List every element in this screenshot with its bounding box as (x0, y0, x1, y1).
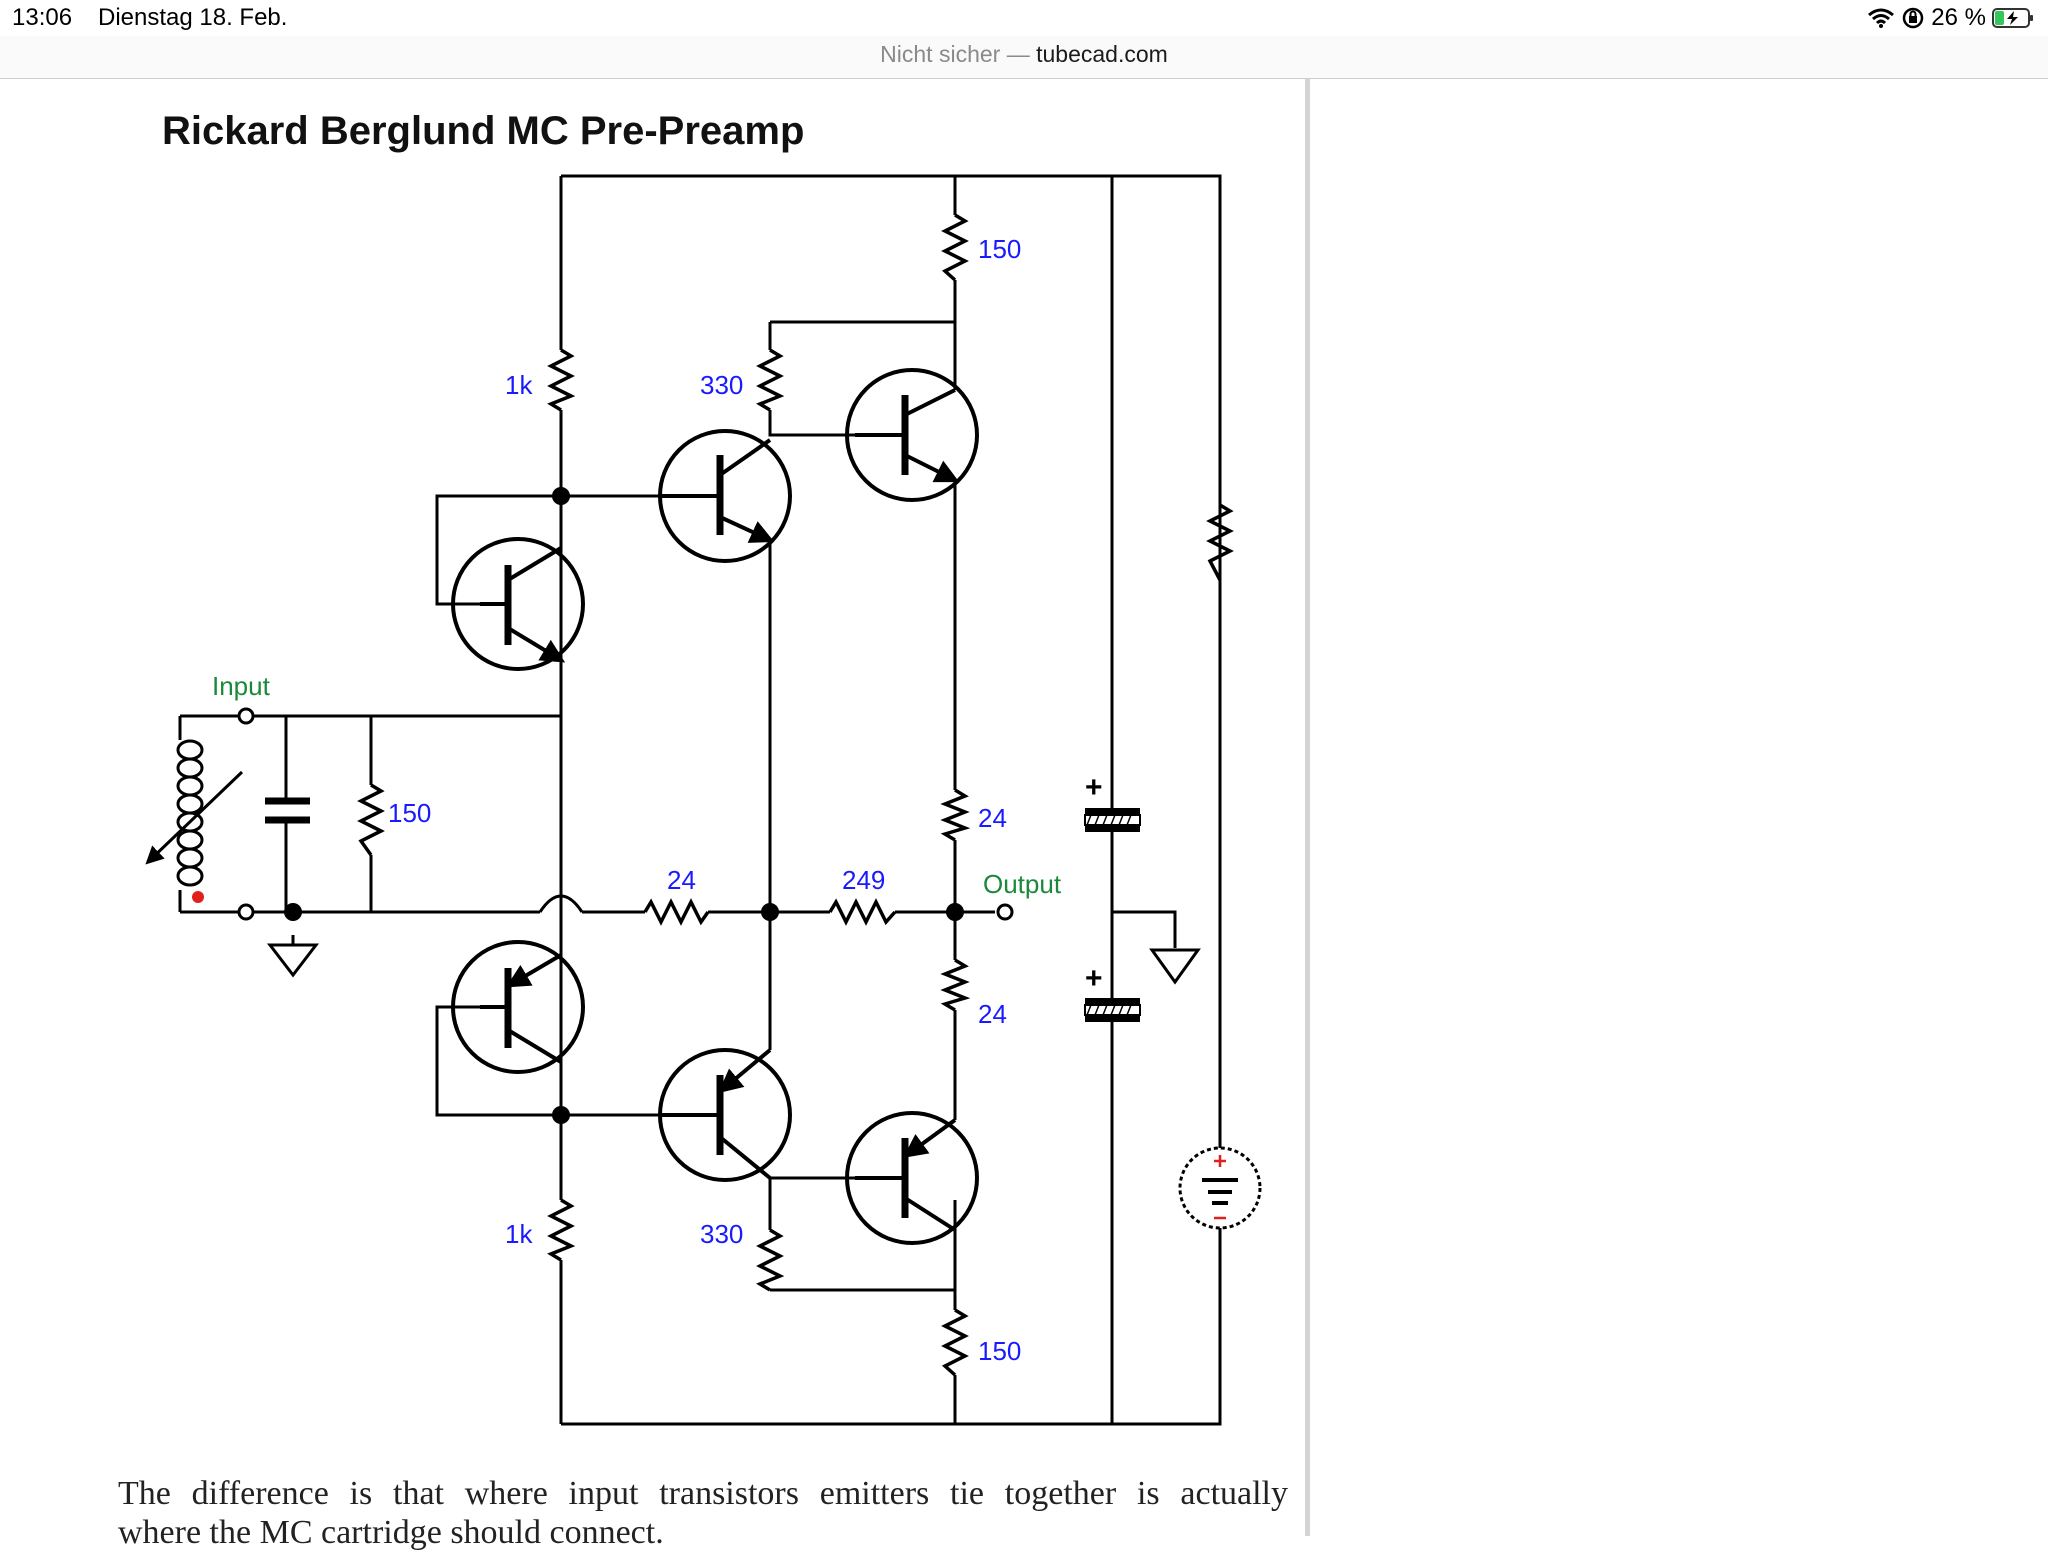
resistor-1k-bottom (547, 1198, 576, 1262)
label-330-top: 330 (700, 370, 743, 400)
transistor-input-bottom (451, 940, 585, 1074)
status-time: 13:06 (12, 4, 73, 31)
status-icons: 26 % (1867, 4, 2036, 32)
label-24-bottom: 24 (978, 999, 1007, 1029)
transistor-output-top (845, 368, 979, 502)
resistor-150-top (941, 213, 969, 282)
label-1k-top: 1k (505, 370, 533, 400)
resistor-battery (1206, 503, 1234, 581)
orientation-lock-icon (1903, 7, 1924, 29)
resistor-1k-top (547, 348, 576, 412)
article-paragraph-line-2: where the MC cartridge should connect. (118, 1514, 664, 1551)
capacitor-electrolytic-top (1084, 808, 1141, 832)
label-1k-bottom: 1k (505, 1219, 533, 1249)
split-view-divider[interactable] (1305, 79, 1310, 1536)
label-150-top: 150 (978, 234, 1021, 264)
circuit-schematic: 150 1k 330 150 24 249 24 24 1k 330 150 I… (145, 174, 1262, 1426)
status-date: Dienstag 18. Feb. (98, 4, 288, 31)
blank-pane (1310, 79, 2048, 1536)
resistor-24-top (940, 788, 971, 842)
capacitor-electrolytic-bottom (1084, 998, 1141, 1022)
resistor-330-bottom (756, 1228, 785, 1292)
label-input: Input (212, 671, 271, 701)
battery-percent: 26 % (1931, 4, 1986, 31)
article-paragraph-line-1: The difference is that where input trans… (118, 1475, 1288, 1512)
battery-charging-icon (1992, 8, 2033, 28)
label-150-bottom: 150 (978, 1336, 1021, 1366)
label-24-top: 24 (978, 803, 1007, 833)
resistor-249 (828, 898, 897, 926)
resistor-150-bottom (941, 1308, 969, 1377)
security-indicator: Nicht sicher (880, 41, 1001, 67)
label-249: 249 (842, 865, 885, 895)
status-bar: 13:06 Dienstag 18. Feb. 26 % (0, 0, 2048, 36)
url-domain: tubecad.com (1036, 41, 1168, 67)
transistor-driver-top (658, 429, 792, 563)
ground-symbol-input (266, 943, 320, 978)
resistor-330-top (756, 348, 785, 412)
wifi-icon (1868, 8, 1895, 28)
resistor-150-input (357, 783, 385, 857)
battery-symbol (1178, 1146, 1262, 1230)
label-150-input: 150 (388, 798, 431, 828)
label-output: Output (983, 869, 1062, 899)
label-24-left: 24 (667, 865, 696, 895)
transistor-driver-bottom (658, 1048, 792, 1182)
ground-symbol-output (1149, 948, 1201, 985)
address-bar[interactable]: Nicht sicher — tubecad.com (0, 36, 2048, 79)
transistor-output-bottom (845, 1111, 979, 1245)
capacitor-input (265, 797, 310, 824)
label-cap-plus-top: + (1085, 771, 1103, 804)
url-separator: — (1006, 41, 1030, 67)
resistor-24-bottom (940, 958, 971, 1012)
transistor-input-top (451, 537, 585, 671)
web-content[interactable] (0, 79, 1306, 1536)
cartridge-coil (145, 739, 244, 887)
schematic-title: Rickard Berglund MC Pre-Preamp (162, 109, 805, 153)
label-cap-plus-bottom: + (1085, 962, 1103, 995)
label-330-bottom: 330 (700, 1219, 743, 1249)
resistor-24-left (643, 898, 710, 926)
